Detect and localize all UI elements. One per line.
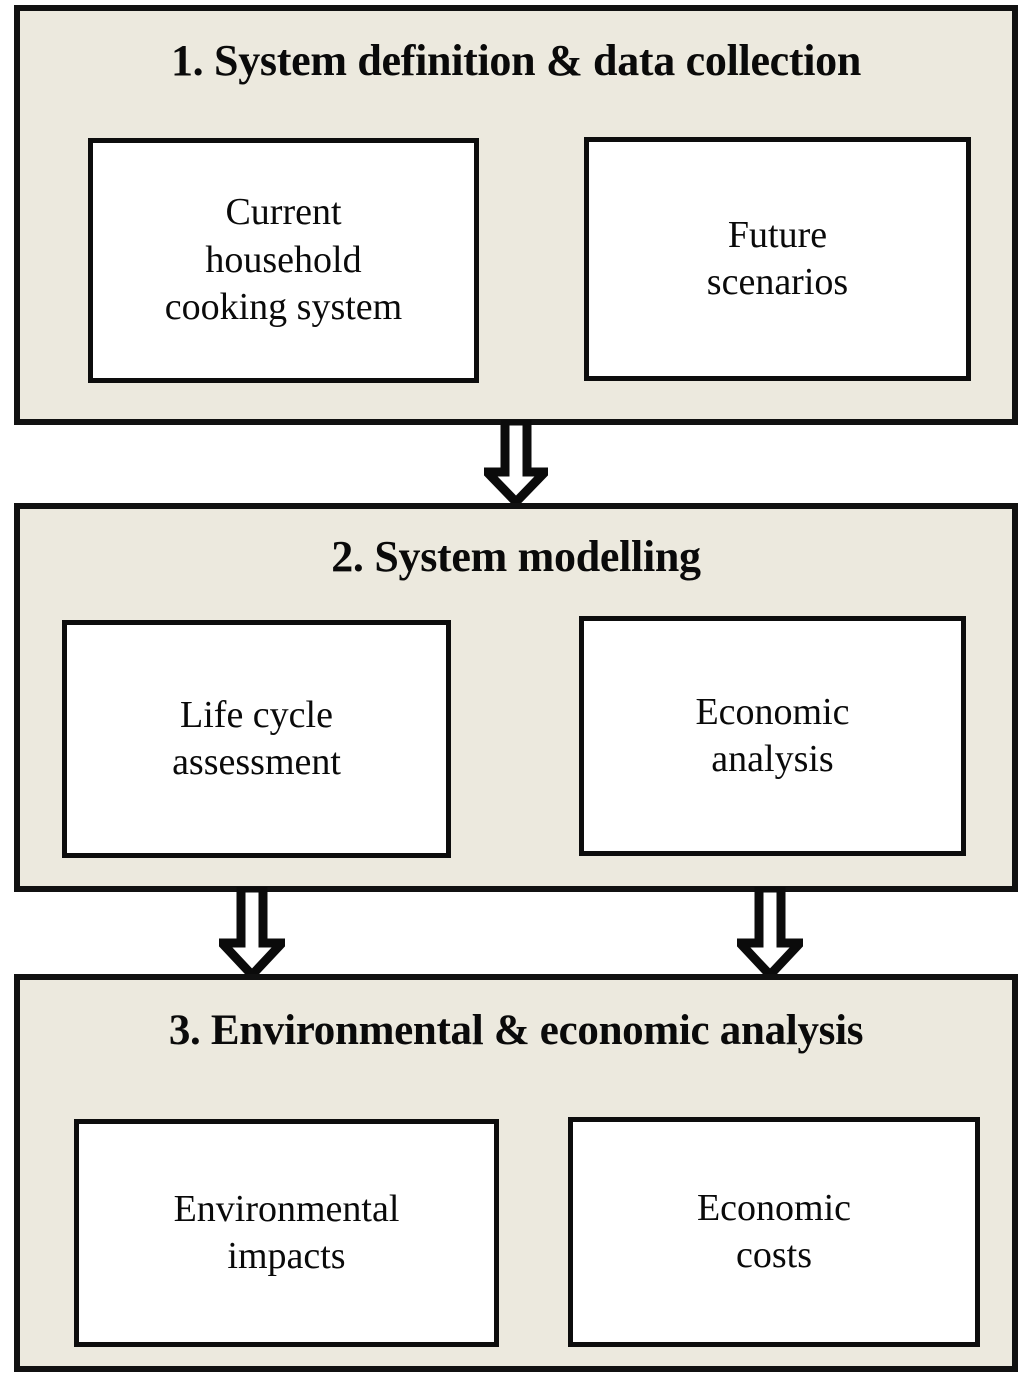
node-life-cycle-assessment: Life cycle assessment	[62, 620, 451, 858]
stage-panel-2: 2. System modelling Life cycle assessmen…	[14, 503, 1018, 892]
node-future-scenarios-label: Future scenarios	[706, 213, 849, 304]
node-current-household-cooking-system-label: Current household cooking system	[164, 191, 403, 329]
stage-panel-3: 3. Environmental & economic analysis Env…	[14, 974, 1018, 1372]
node-environmental-impacts-label: Environmental impacts	[173, 1187, 400, 1278]
node-current-household-cooking-system: Current household cooking system	[88, 138, 479, 383]
stage-3-title: 3. Environmental & economic analysis	[168, 1007, 864, 1054]
down-block-arrow-icon-stage1-to-stage2	[484, 420, 548, 504]
stage-panel-1: 1. System definition & data collection C…	[14, 5, 1018, 425]
stage-1-title: 1. System definition & data collection	[170, 36, 862, 85]
node-economic-analysis-label: Economic analysis	[695, 690, 850, 781]
down-block-arrow-icon-stage2-to-stage3-right	[737, 887, 803, 977]
node-economic-costs: Economic costs	[568, 1117, 980, 1347]
stage-2-title: 2. System modelling	[331, 532, 701, 581]
node-life-cycle-assessment-label: Life cycle assessment	[172, 693, 341, 784]
node-environmental-impacts: Environmental impacts	[74, 1119, 499, 1347]
node-economic-analysis: Economic analysis	[579, 616, 966, 856]
node-future-scenarios: Future scenarios	[584, 137, 971, 381]
down-block-arrow-icon-stage2-to-stage3-left	[219, 887, 285, 977]
node-economic-costs-label: Economic costs	[696, 1186, 852, 1277]
